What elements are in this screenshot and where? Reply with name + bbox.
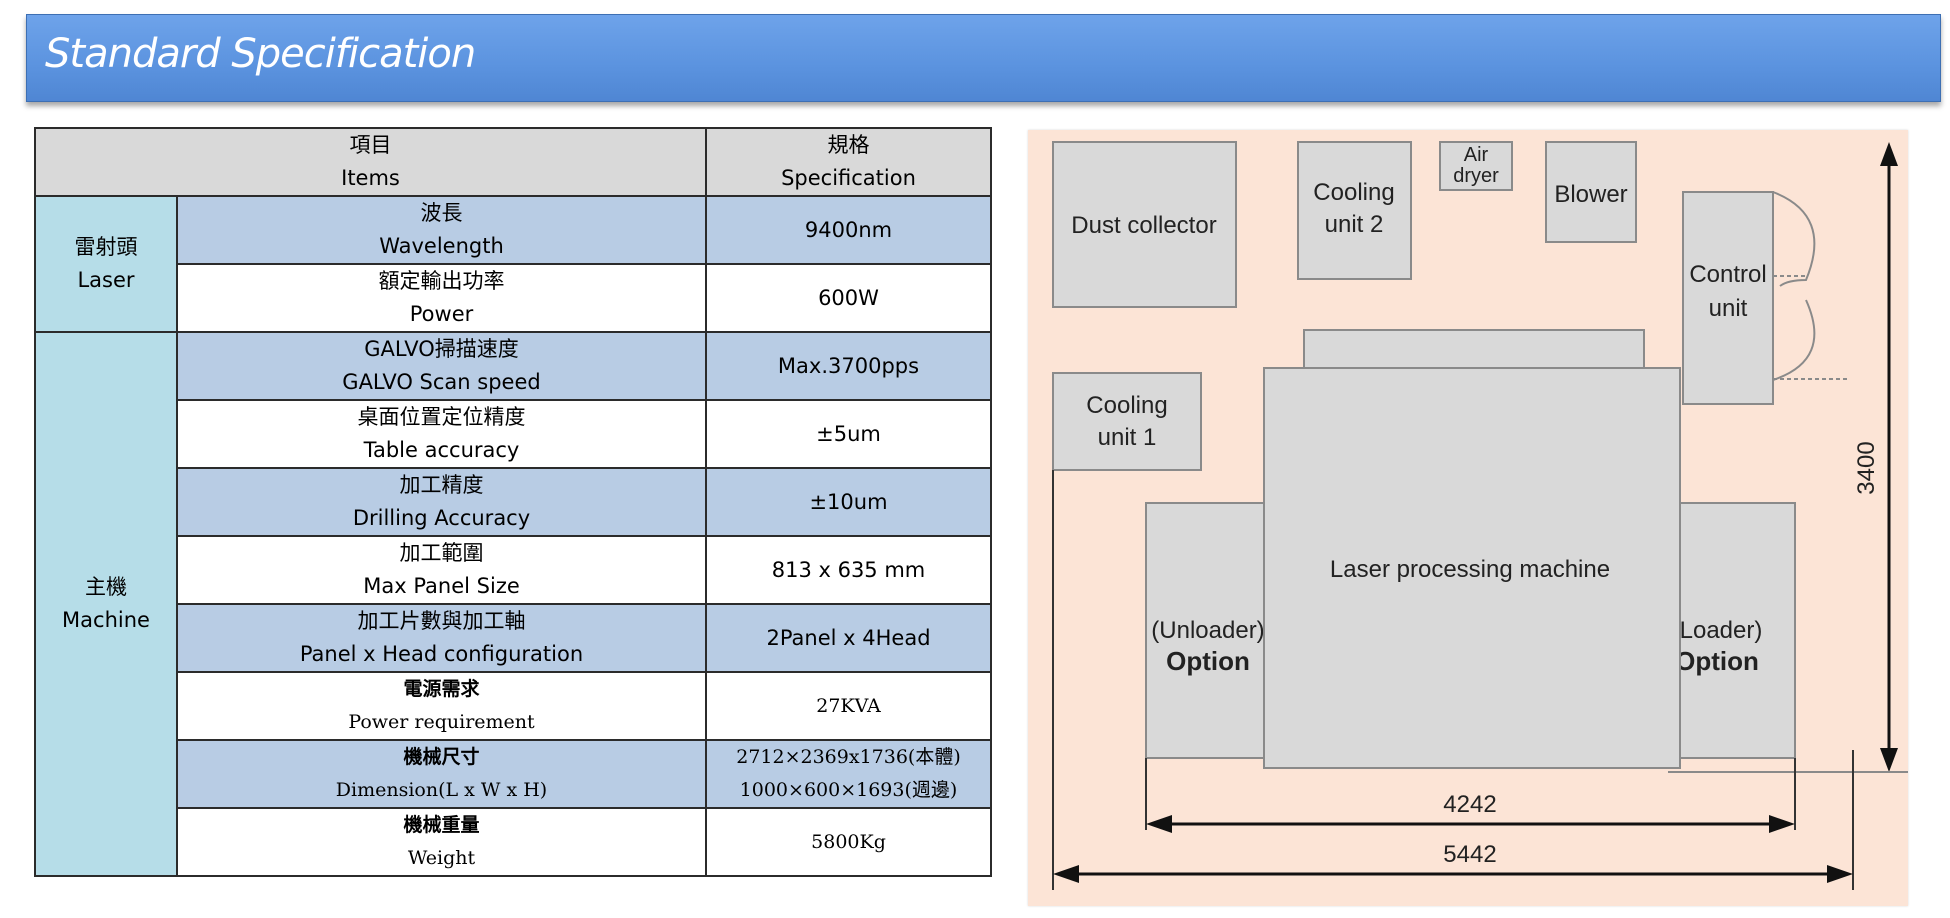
unloader-option-box (1145, 502, 1277, 759)
item-cell: 額定輸出功率 Power (176, 263, 707, 333)
cooling-unit-2-label: Cooling (1313, 179, 1394, 206)
value-cell: Max.3700pps (705, 331, 992, 401)
item-cell: 電源需求 Power requirement (176, 671, 707, 741)
item-cell: 機械重量 Weight (176, 807, 707, 877)
category-laser: 雷射頭 Laser (34, 195, 178, 333)
header-items: 項目 Items (34, 127, 707, 197)
value-cell: 813 x 635 mm (705, 535, 992, 605)
table-row: 加工片數與加工軸 Panel x Head configuration 2Pan… (35, 603, 992, 673)
control-unit-label: unit (1709, 295, 1748, 322)
item-cell: 加工範圍 Max Panel Size (176, 535, 707, 605)
value-cell: 9400nm (705, 195, 992, 265)
table-row: 雷射頭 Laser 波長 Wavelength 9400nm (34, 195, 992, 333)
table-row: 機械尺寸 Dimension(L x W x H) 2712×2369x1736… (35, 739, 992, 809)
air-dryer-label: Air (1464, 144, 1489, 166)
blower-box (1545, 141, 1637, 243)
laser-machine-label: Laser processing machine (1330, 556, 1610, 583)
arrow-right (1769, 815, 1795, 833)
item-cell: 加工片數與加工軸 Panel x Head configuration (176, 603, 707, 673)
dust-collector-box (1052, 141, 1237, 308)
item-cell: GALVO掃描速度 GALVO Scan speed (176, 331, 707, 401)
loader-label: (Loader) (1672, 617, 1763, 644)
cooling-unit-2-box (1297, 141, 1412, 280)
inner-width-label: 4242 (1443, 791, 1496, 818)
page-title: Standard Specification (45, 31, 476, 77)
loader-option-box (1664, 502, 1796, 759)
item-cell: 加工精度 Drilling Accuracy (176, 467, 707, 537)
value-cell: ±5um (705, 399, 992, 469)
unloader-label: (Unloader) (1151, 617, 1264, 644)
value-cell: 27KVA (705, 671, 992, 741)
loader-option-label: Option (1675, 646, 1759, 676)
blower-label: Blower (1554, 181, 1627, 208)
arrow-left (1146, 815, 1172, 833)
laser-machine-box (1263, 367, 1681, 769)
arrow-left (1053, 865, 1079, 883)
door-swing-top (1772, 191, 1816, 287)
spec-table: 項目 Items 規格 Specification 雷射頭 Laser 波長 W… (34, 127, 992, 877)
item-cell: 波長 Wavelength (176, 195, 707, 265)
value-cell: 2712×2369x1736(本體) 1000×600×1693(週邊) (705, 739, 992, 809)
control-unit-box (1682, 191, 1774, 405)
table-row: 機械重量 Weight 5800Kg (35, 807, 992, 877)
value-cell: ±10um (705, 467, 992, 537)
height-dimension-label: 3400 (1853, 441, 1880, 494)
cooling-unit-1-box (1052, 372, 1202, 471)
unloader-option-label: Option (1166, 646, 1250, 676)
control-unit-label: Control (1689, 261, 1766, 288)
arrow-up (1880, 142, 1898, 166)
value-cell: 2Panel x 4Head (705, 603, 992, 673)
arrow-right (1827, 865, 1853, 883)
table-header-row: 項目 Items 規格 Specification (34, 127, 992, 197)
air-dryer-box (1439, 141, 1513, 191)
floor-plan: Dust collector Cooling unit 2 Air dryer … (1028, 130, 1908, 906)
table-row: 電源需求 Power requirement 27KVA (35, 671, 992, 741)
cooling-unit-1-label: Cooling (1086, 392, 1167, 419)
value-cell: 5800Kg (705, 807, 992, 877)
category-machine: 主機 Machine (34, 331, 178, 877)
item-cell: 桌面位置定位精度 Table accuracy (176, 399, 707, 469)
floor-plan-svg: Dust collector Cooling unit 2 Air dryer … (1052, 141, 1908, 890)
cooling-unit-1-label: unit 1 (1098, 424, 1157, 451)
arrow-down (1880, 748, 1898, 772)
table-row: 桌面位置定位精度 Table accuracy ±5um (35, 399, 992, 469)
value-cell: 600W (705, 263, 992, 333)
table-row: 額定輸出功率 Power 600W (35, 263, 992, 333)
header-specification: 規格 Specification (705, 127, 992, 197)
machine-top-module (1303, 329, 1645, 369)
cooling-unit-2-label: unit 2 (1325, 211, 1384, 238)
dust-collector-label: Dust collector (1071, 212, 1216, 239)
air-dryer-label: dryer (1453, 165, 1499, 187)
item-cell: 機械尺寸 Dimension(L x W x H) (176, 739, 707, 809)
table-row: 主機 Machine GALVO掃描速度 GALVO Scan speed Ma… (34, 331, 992, 877)
door-swing-bottom (1772, 299, 1816, 381)
table-row: 加工範圍 Max Panel Size 813 x 635 mm (35, 535, 992, 605)
outer-width-label: 5442 (1443, 841, 1496, 868)
table-row: 加工精度 Drilling Accuracy ±10um (35, 467, 992, 537)
title-banner: Standard Specification (26, 14, 1941, 102)
